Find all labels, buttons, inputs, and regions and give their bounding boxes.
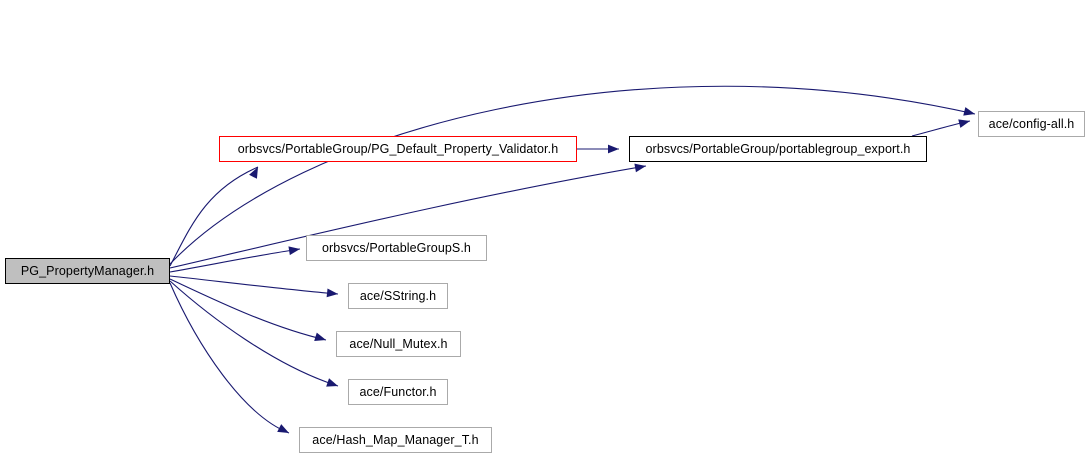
arrowhead-icon (326, 288, 338, 298)
arrowhead-icon (958, 119, 970, 128)
node-ace-null-mutex[interactable]: ace/Null_Mutex.h (336, 331, 461, 357)
node-label: ace/config-all.h (988, 116, 1075, 131)
edge-root-to-sstring (169, 275, 339, 295)
arrowhead-icon (963, 107, 975, 116)
edge-root-to-configall (169, 85, 976, 265)
node-label: ace/Functor.h (359, 384, 437, 399)
arrowhead-icon (634, 163, 646, 173)
node-ace-functor[interactable]: ace/Functor.h (348, 379, 448, 405)
edge-root-to-nullmutex (169, 278, 327, 341)
edge-root-to-validator (169, 166, 259, 267)
edge-root-to-hashmap (169, 282, 290, 434)
node-ace-hash-map-manager-t[interactable]: ace/Hash_Map_Manager_T.h (299, 427, 492, 453)
node-ace-config-all[interactable]: ace/config-all.h (978, 111, 1085, 137)
arrowhead-icon (288, 246, 300, 256)
node-label: ace/Null_Mutex.h (349, 336, 448, 351)
node-label: ace/SString.h (359, 288, 437, 303)
node-pg-propertymanager[interactable]: PG_PropertyManager.h (5, 258, 170, 284)
node-label: PG_PropertyManager.h (20, 263, 155, 278)
arrowhead-icon (249, 167, 258, 179)
node-label: orbsvcs/PortableGroupS.h (321, 240, 471, 255)
arrowhead-icon (326, 378, 338, 387)
node-portablegroup-export[interactable]: orbsvcs/PortableGroup/portablegroup_expo… (629, 136, 927, 162)
arrowhead-icon (314, 332, 326, 341)
node-pg-default-property-validator[interactable]: orbsvcs/PortableGroup/PG_Default_Propert… (219, 136, 577, 162)
node-ace-sstring[interactable]: ace/SString.h (348, 283, 448, 309)
arrowhead-icon (608, 144, 619, 154)
node-label: ace/Hash_Map_Manager_T.h (312, 432, 479, 447)
arrowhead-icon (277, 424, 289, 433)
edge-root-to-export (169, 165, 647, 269)
edge-root-to-pgs (169, 248, 301, 273)
edge-root-to-functor (169, 280, 339, 387)
node-orbsvcs-portablegroups[interactable]: orbsvcs/PortableGroupS.h (306, 235, 487, 261)
node-label: orbsvcs/PortableGroup/portablegroup_expo… (645, 141, 911, 156)
node-label: orbsvcs/PortableGroup/PG_Default_Propert… (237, 141, 559, 156)
